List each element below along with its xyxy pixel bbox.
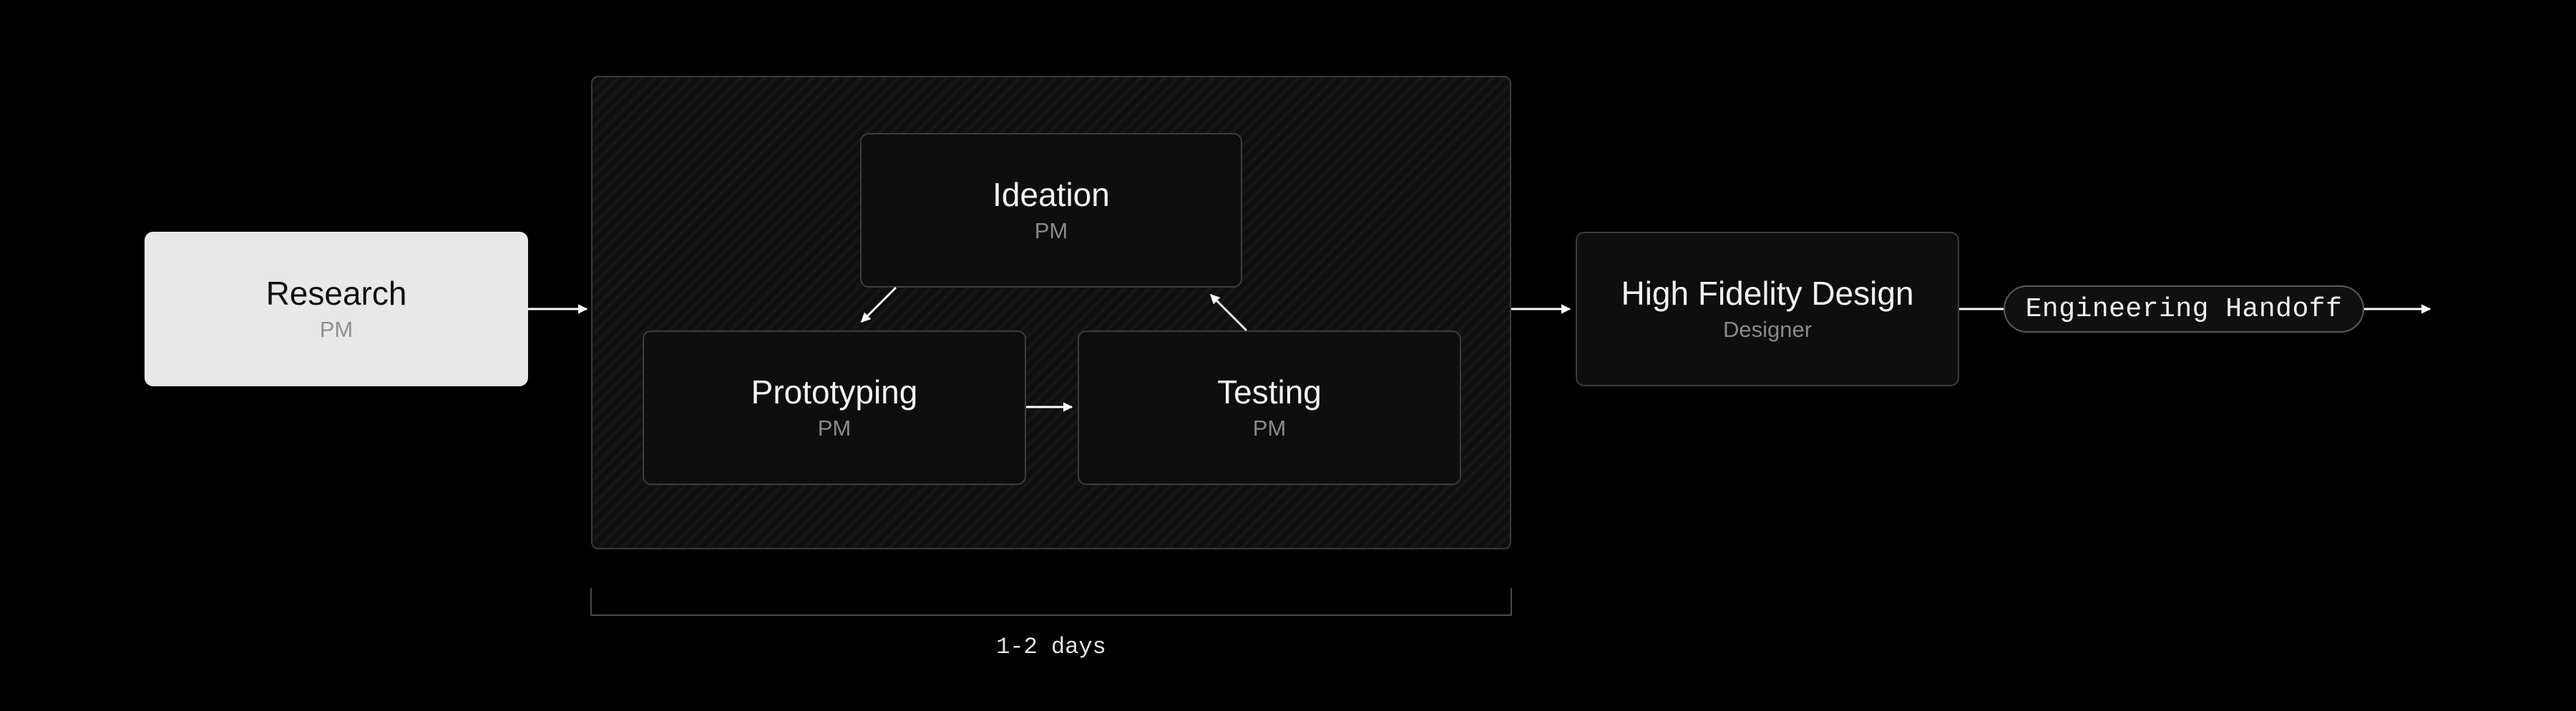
ideation-role: PM [1034, 218, 1068, 244]
duration-bracket [590, 588, 1512, 616]
engineering-handoff-pill: Engineering Handoff [2004, 285, 2364, 333]
ideation-node: Ideation PM [860, 133, 1242, 288]
testing-role: PM [1252, 416, 1287, 441]
duration-label: 1-2 days [996, 634, 1106, 660]
ideation-title: Ideation [992, 175, 1110, 213]
testing-title: Testing [1217, 373, 1322, 411]
prototyping-node: Prototyping PM [643, 330, 1026, 485]
arrow-ideation-to-prototyping [860, 286, 897, 323]
arrow-testing-to-ideation [1209, 293, 1248, 332]
testing-node: Testing PM [1078, 330, 1461, 485]
high-fidelity-design-title: High Fidelity Design [1621, 274, 1914, 312]
high-fidelity-design-node: High Fidelity Design Designer [1576, 232, 1959, 386]
research-title: Research [265, 274, 407, 312]
high-fidelity-design-role: Designer [1722, 317, 1813, 343]
research-node: Research PM [145, 232, 528, 386]
prototyping-title: Prototyping [751, 373, 918, 411]
prototyping-role: PM [817, 416, 852, 441]
research-role: PM [319, 317, 353, 343]
